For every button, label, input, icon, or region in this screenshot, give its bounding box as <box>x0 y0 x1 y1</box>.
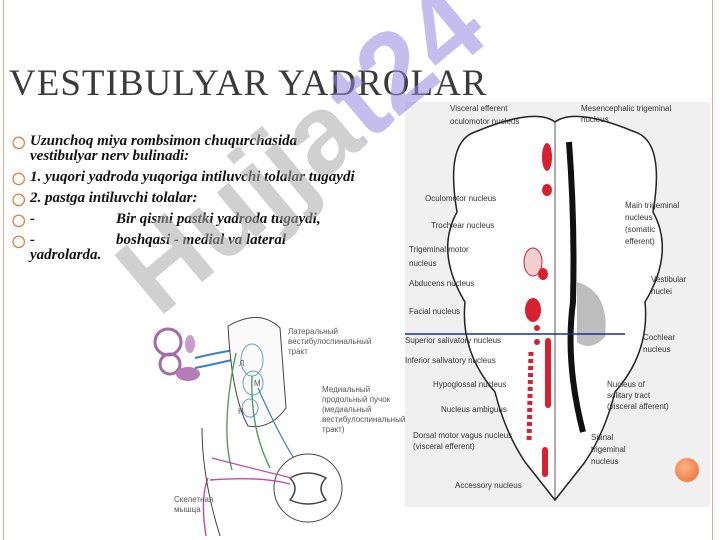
bullet-ring-icon: ◯ <box>12 213 26 227</box>
bullet-dash: - <box>30 211 35 227</box>
bullet-list: ◯ Uzunchoq miya rombsimon chuqurchasida … <box>12 134 357 269</box>
bullet-ring-icon: ◯ <box>12 192 26 206</box>
bullet-text: Bir qismi pastki yadroda tugaydi, <box>116 211 321 227</box>
bullet-item: ◯ Uzunchoq miya rombsimon chuqurchasida … <box>12 134 357 164</box>
bullet-item: ◯ 1. yuqori yadroda yuqoriga intiluvchi … <box>12 169 357 186</box>
bullet-ring-icon: ◯ <box>12 135 26 149</box>
label-abducens: Abducens nucleus <box>409 279 474 288</box>
label-superior-salivatory: Superior salivatory nucleus <box>405 336 501 345</box>
bullet-ring-icon: ◯ <box>12 234 26 248</box>
bullet-text: 1. yuqori yadroda yuqoriga intiluvchi to… <box>30 169 355 185</box>
label-visceral-efferent: Visceral efferent <box>450 104 508 113</box>
bullet-item: ◯ -boshqasi - medial va lateral yadrolar… <box>12 233 357 263</box>
bullet-text: boshqasi - medial va lateral yadrolarda. <box>30 232 286 263</box>
frame-line-left <box>3 0 4 540</box>
bullet-text: 2. pastga intiluvchi tolalar: <box>30 190 198 206</box>
bullet-text: Uzunchoq miya rombsimon chuqurchasida ve… <box>30 133 298 164</box>
label-oculomotor-top: oculomotor nucleus <box>450 117 519 126</box>
label-dorsal-vagus: Dorsal motor vagus nucleus(visceral effe… <box>413 431 512 451</box>
nucleus-label-n: Н <box>238 407 244 416</box>
decorative-orb-icon <box>675 458 699 482</box>
cranial-nuclei-diagram: Visceral efferent oculomotor nucleus Ocu… <box>405 102 710 507</box>
bullet-ring-icon: ◯ <box>12 171 26 185</box>
label-hypoglossal: Hypoglossal nucleus <box>433 380 506 389</box>
label-oculomotor: Oculomotor nucleus <box>425 194 496 203</box>
label-facial: Facial nucleus <box>409 307 460 316</box>
nucleus-label-l: Л <box>239 359 244 368</box>
label-inferior-salivatory: Inferior salivatory nucleus <box>405 356 496 365</box>
label-trochlear: Trochlear nucleus <box>431 221 494 230</box>
frame-line-right <box>712 0 713 540</box>
label-accessory: Accessory nucleus <box>455 481 522 490</box>
bullet-item: ◯ - Bir qismi pastki yadroda tugaydi, <box>12 211 357 228</box>
label-ambiguus: Nucleus ambiguus <box>441 405 507 414</box>
bullet-item: ◯ 2. pastga intiluvchi tolalar: <box>12 190 357 207</box>
bullet-dash: - <box>30 232 35 248</box>
nucleus-label-m: М <box>254 379 261 388</box>
inner-ear-icon <box>153 327 200 381</box>
slide-title: VESTIBULYAR YADROLAR <box>9 63 488 104</box>
